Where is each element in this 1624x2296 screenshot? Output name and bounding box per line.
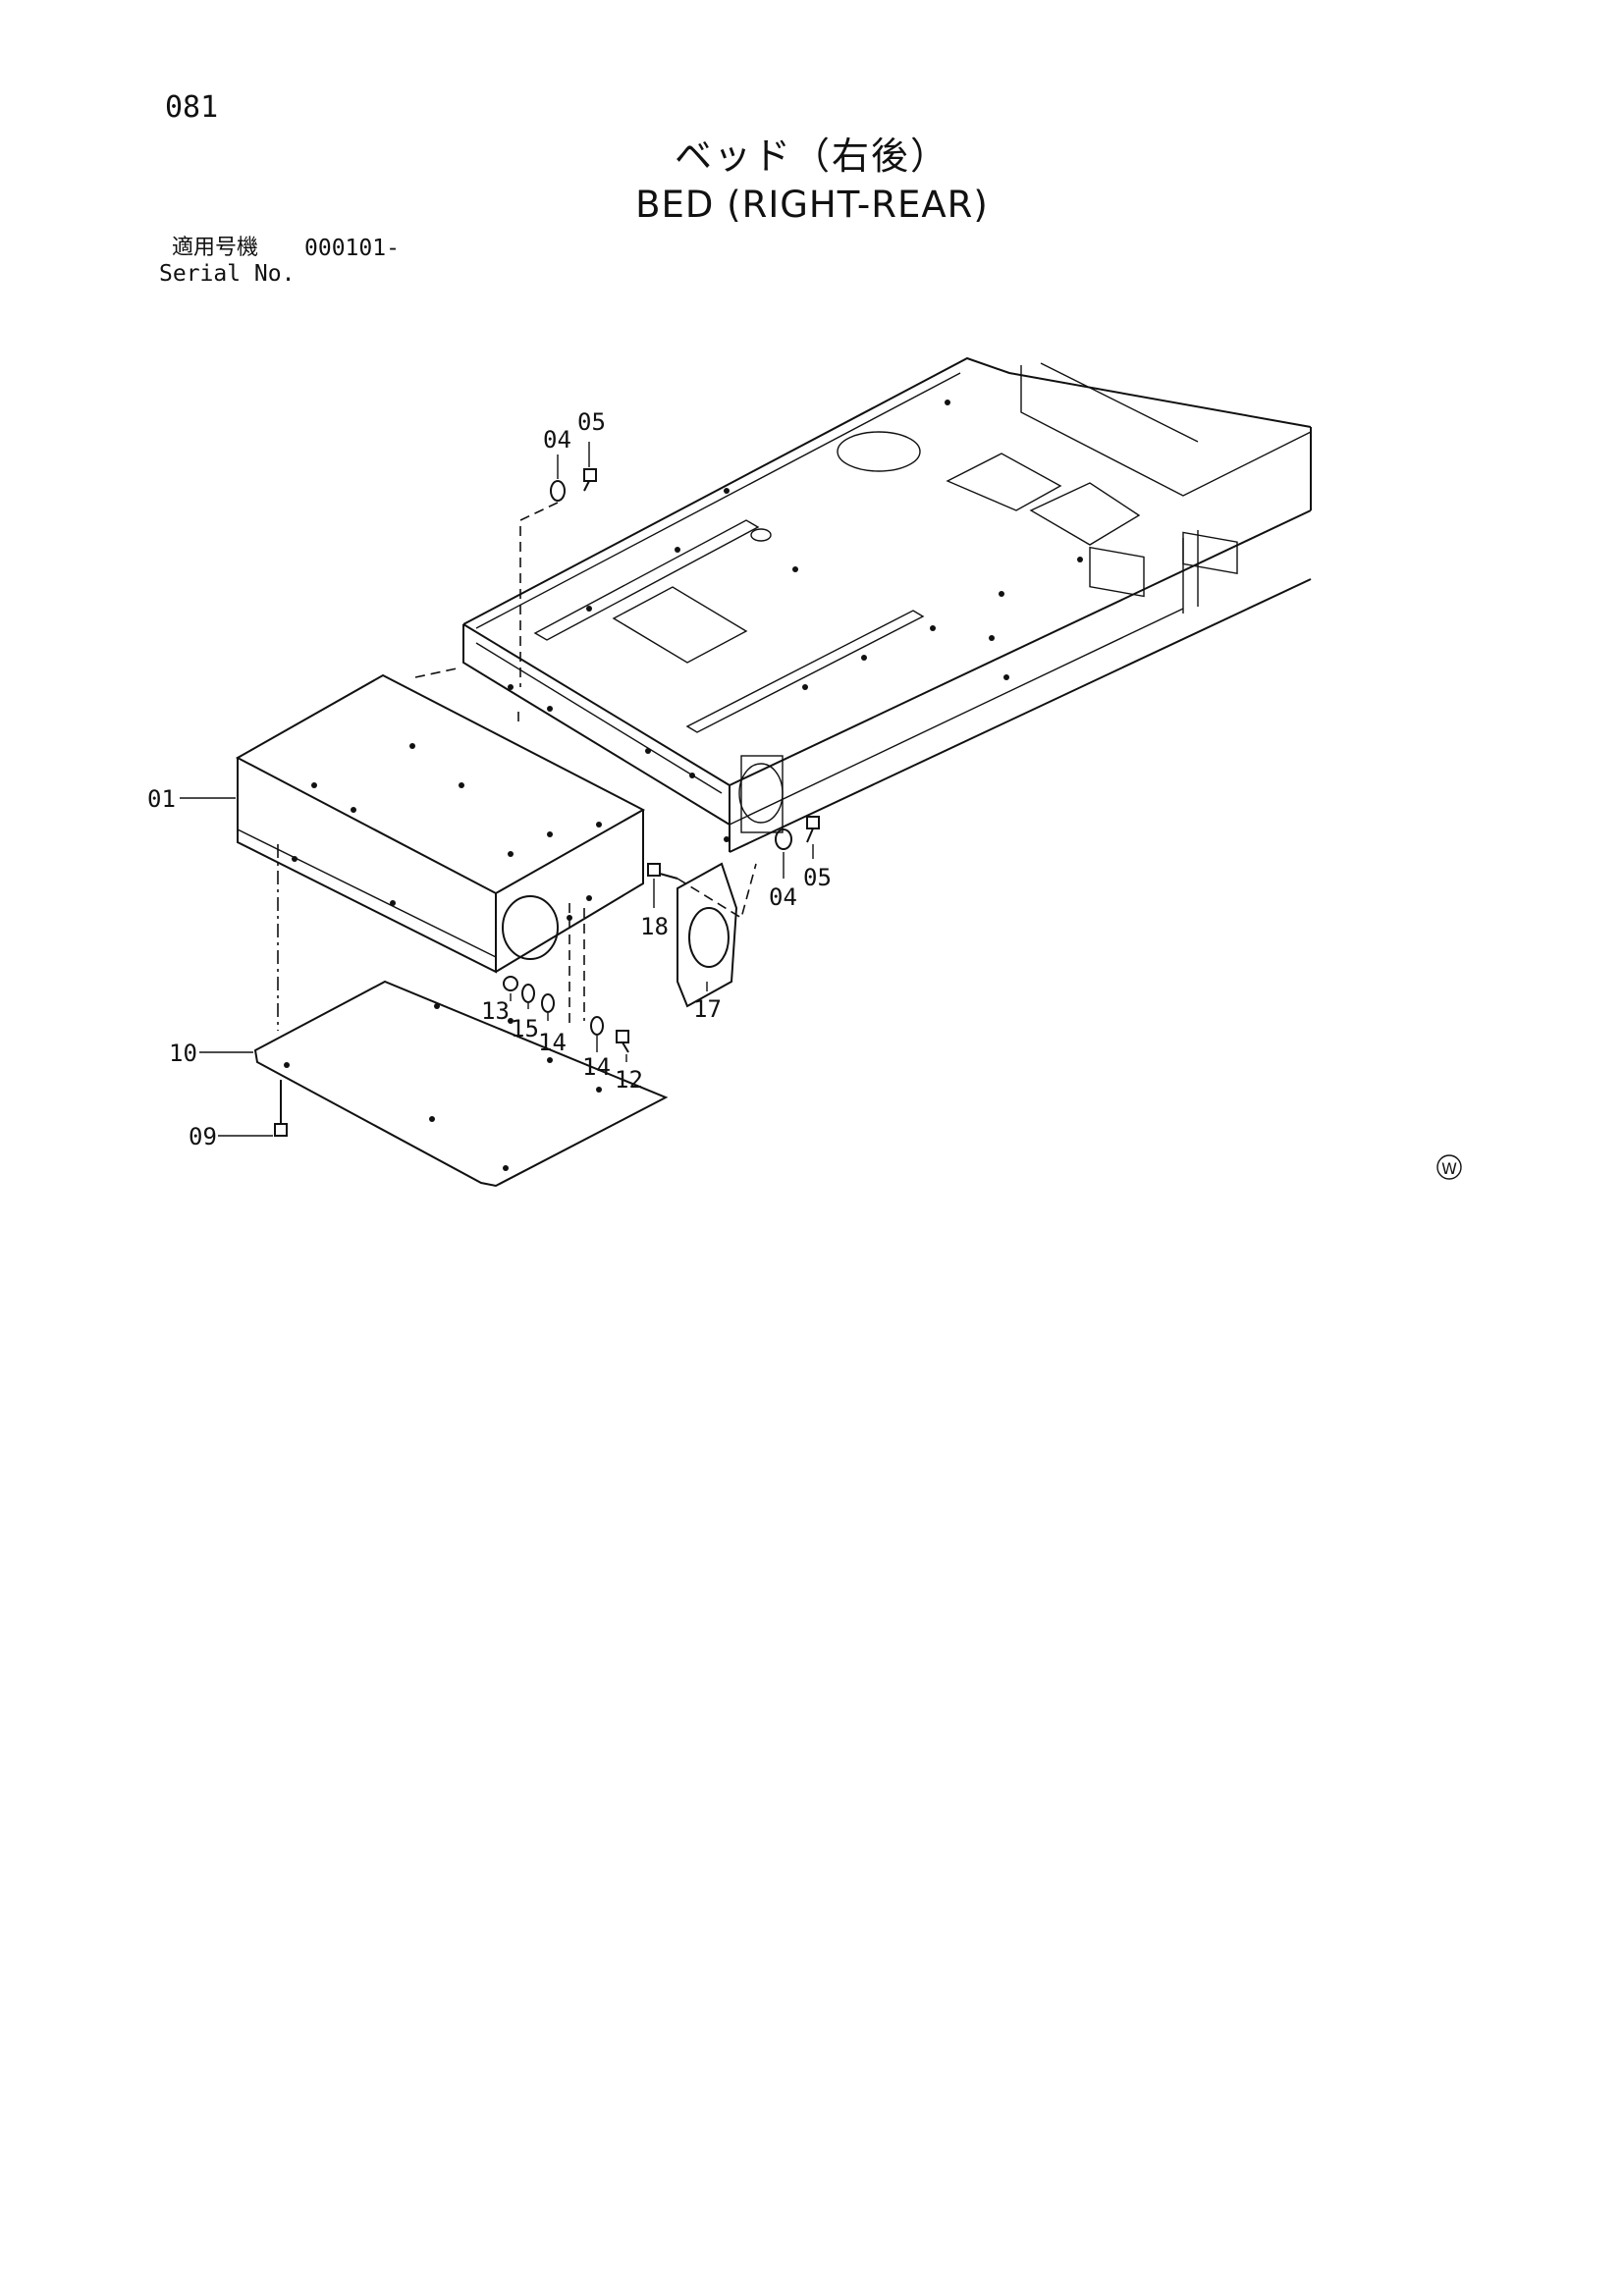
serial-number-value: 000101- [304,236,400,261]
label-part-14-left: 14 [538,1029,567,1056]
serial-label-english: Serial No. [159,261,296,287]
label-part-05-right: 05 [803,864,832,891]
label-part-13: 13 [481,997,510,1025]
bed-frame-drawing [462,356,1312,853]
label-part-15: 15 [511,1015,539,1042]
label-part-18: 18 [640,913,669,940]
cover-box-drawing [235,667,646,1026]
label-part-10: 10 [169,1040,197,1067]
circled-w-letter: W [1441,1159,1457,1178]
serial-label-japanese: 適用号機 [172,236,259,260]
title-japanese: ベッド（右後） [674,134,949,178]
page-number: 081 [165,90,219,125]
leader-lines [180,442,814,1137]
label-part-09: 09 [189,1123,217,1150]
bottom-plate-drawing [253,844,669,1188]
label-part-01: 01 [147,785,176,813]
label-part-12: 12 [615,1066,643,1094]
label-part-17: 17 [693,995,722,1023]
label-part-14-right: 14 [582,1053,611,1081]
label-part-05-top: 05 [577,408,606,436]
circled-w-mark: W [1436,1154,1462,1180]
part-number-labels: 01 04 05 04 05 18 17 13 15 14 14 12 10 0… [147,408,832,1150]
fasteners-drawing [274,468,820,1137]
title-english: BED (RIGHT-REAR) [635,184,989,226]
label-part-04-top: 04 [543,426,571,454]
label-part-04-right: 04 [769,883,797,911]
